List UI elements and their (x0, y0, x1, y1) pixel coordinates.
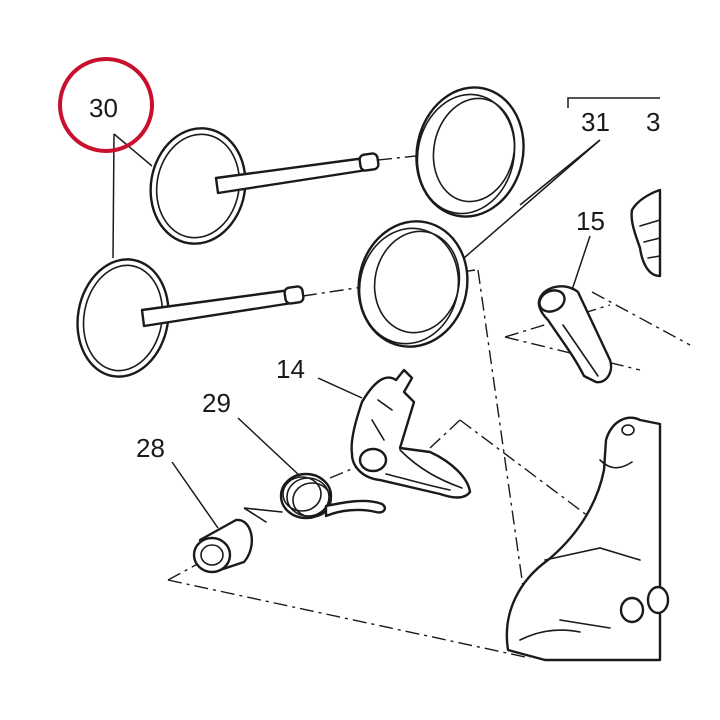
valve-top-fragment (630, 188, 662, 278)
bushing-28 (192, 518, 253, 574)
callout-29: 29 (202, 388, 231, 418)
valve-lower (76, 258, 305, 378)
valve-upper (149, 127, 380, 245)
frame-line (567, 97, 660, 108)
valve-seat-upper (415, 86, 525, 218)
callout-labels: 30 31 3 15 14 29 28 (89, 93, 660, 463)
valve-seat-lower (357, 220, 469, 348)
highlight-circle (58, 57, 154, 153)
leader-lines (112, 133, 601, 529)
rocker-arm-15 (537, 285, 613, 384)
torsion-spring-29 (243, 472, 387, 523)
callout-31: 31 (581, 107, 610, 137)
callout-14: 14 (276, 354, 305, 384)
callout-15: 15 (576, 206, 605, 236)
callout-28: 28 (136, 433, 165, 463)
cylinder-head-fragment (505, 416, 670, 662)
rocker-fork-14 (350, 368, 472, 499)
callout-30: 30 (89, 93, 118, 123)
callout-31-partial: 3 (646, 107, 660, 137)
